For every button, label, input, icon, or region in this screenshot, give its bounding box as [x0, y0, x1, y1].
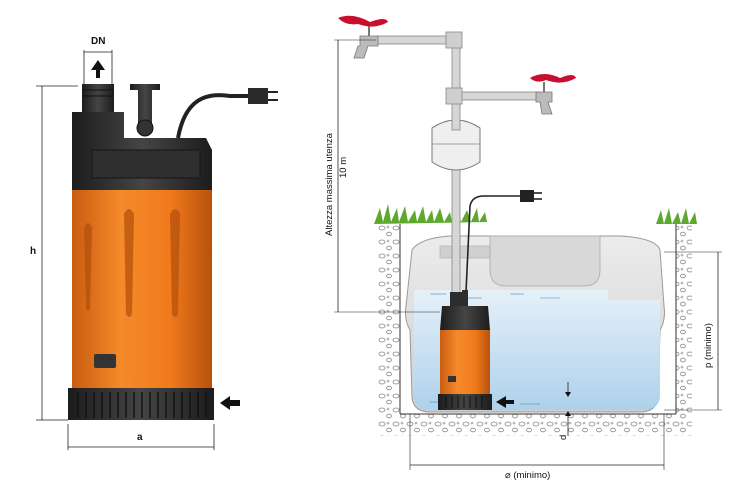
plug-icon	[248, 88, 268, 104]
depth-label: p (minimo)	[703, 323, 714, 368]
pump-label-plate	[94, 354, 116, 368]
installation-plug-icon	[520, 190, 534, 202]
dn-label: DN	[91, 36, 106, 47]
delivery-pipe	[451, 159, 461, 297]
pump-elevation	[36, 50, 278, 450]
installation-inlet-arrow-icon	[496, 396, 514, 408]
tap-2-icon	[530, 74, 576, 115]
power-cable	[176, 93, 248, 139]
pump-handle	[130, 84, 160, 128]
pump-base	[68, 388, 214, 420]
pressure-tank	[431, 119, 481, 171]
dn-arrow-up-icon	[91, 60, 105, 78]
installation-cable	[465, 195, 522, 293]
submerged-pump	[438, 290, 492, 410]
width-label: a	[137, 432, 143, 443]
max-height-value: 10 m	[338, 156, 349, 178]
tap-1-icon	[338, 15, 388, 59]
pump-body	[72, 190, 212, 388]
outlet-nozzle	[82, 84, 114, 112]
grass	[374, 204, 697, 224]
gravel-bed	[378, 224, 692, 436]
height-label: h	[30, 246, 37, 257]
lower-pipe	[455, 91, 539, 101]
max-height-label: Altezza massima utenza	[324, 133, 335, 236]
installation-diagram	[334, 15, 722, 470]
inlet-arrow-icon	[220, 396, 240, 410]
bottom-gap-label: d	[558, 434, 569, 440]
diameter-label: ⌀ (minimo)	[505, 470, 551, 481]
